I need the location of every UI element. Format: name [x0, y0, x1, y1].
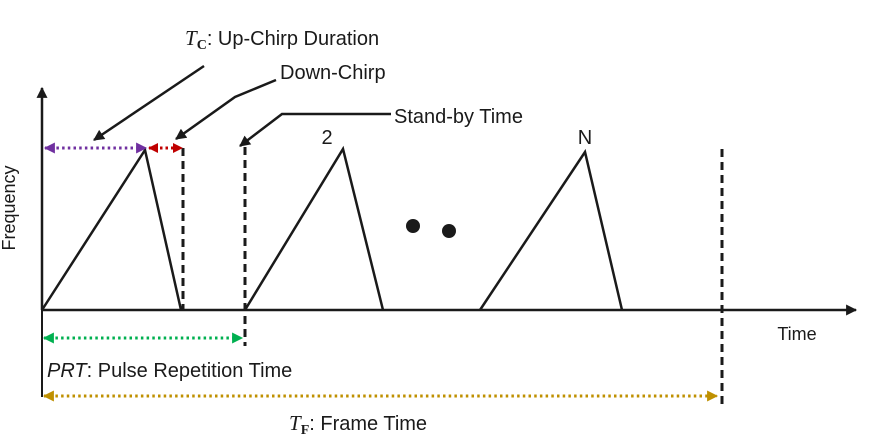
down-chirp-callout-line — [175, 78, 277, 141]
tf-text: : Frame Time — [309, 413, 427, 435]
frame-time-label: TF: Frame Time — [289, 411, 427, 438]
frequency-axis-label: Frequency — [0, 165, 19, 250]
prt-label: PRT: Pulse Repetition Time — [47, 360, 292, 382]
chirp-2-waveform — [243, 145, 385, 311]
tf-subscript: F — [301, 423, 310, 438]
ellipsis-dot-1 — [406, 219, 420, 233]
time-axis-label: Time — [777, 324, 816, 344]
up-chirp-duration-label: TC: Up-Chirp Duration — [185, 26, 379, 53]
down-chirp-label: Down-Chirp — [280, 62, 386, 84]
up-chirp-callout-line — [93, 64, 205, 142]
chirp-n-label: N — [578, 127, 592, 149]
tf-symbol: T — [289, 411, 302, 435]
standby-callout-line — [239, 112, 391, 147]
prt-symbol: PRT — [47, 360, 88, 382]
chirp-n-waveform — [478, 148, 624, 311]
chirp-1-waveform — [40, 146, 183, 311]
tc-symbol: T — [185, 26, 198, 50]
tc-text: : Up-Chirp Duration — [207, 28, 379, 50]
standby-label: Stand-by Time — [394, 106, 523, 128]
chirp-2-label: 2 — [321, 127, 332, 149]
prt-text: : Pulse Repetition Time — [87, 360, 293, 382]
ellipsis-dot-2 — [442, 224, 456, 238]
tc-subscript: C — [197, 38, 207, 53]
